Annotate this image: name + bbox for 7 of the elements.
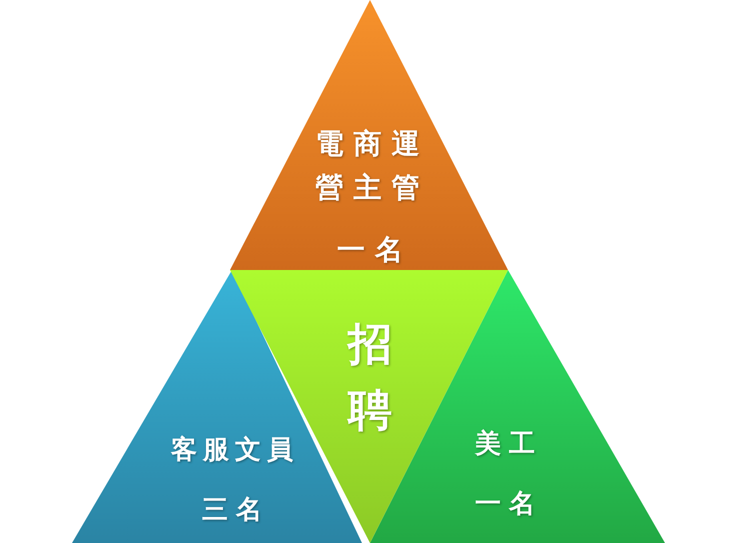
headcount: 三名 — [201, 494, 271, 527]
job-title: 客服文員 — [170, 434, 300, 467]
heading-text: 招聘 — [346, 318, 393, 438]
job-title: 美工 — [474, 428, 544, 461]
job-title: 電商運營主管 — [314, 126, 430, 206]
headcount: 一名 — [474, 488, 544, 521]
headcount: 一名 — [336, 232, 414, 268]
